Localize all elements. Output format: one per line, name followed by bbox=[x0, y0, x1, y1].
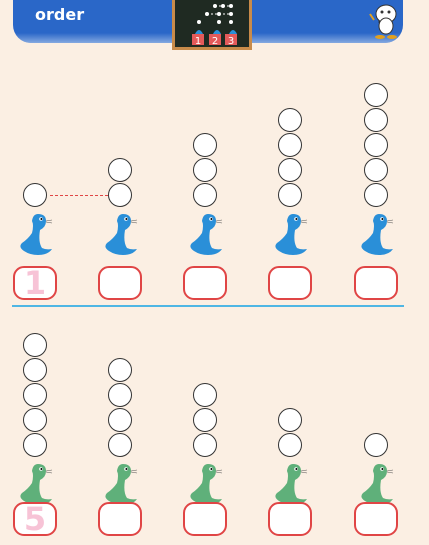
counting-bead bbox=[278, 183, 302, 207]
counting-bead bbox=[278, 108, 302, 132]
counting-bead bbox=[23, 408, 47, 432]
answer-box[interactable]: 5 bbox=[13, 502, 57, 536]
counting-bead bbox=[278, 158, 302, 182]
answer-box[interactable] bbox=[183, 502, 227, 536]
answer-box[interactable] bbox=[183, 266, 227, 300]
counting-bead bbox=[108, 358, 132, 382]
counting-bead bbox=[193, 133, 217, 157]
row-divider bbox=[12, 305, 404, 307]
counting-bead bbox=[364, 158, 388, 182]
counting-bead bbox=[23, 183, 47, 207]
counting-bead bbox=[278, 433, 302, 457]
answer-box[interactable] bbox=[354, 266, 398, 300]
counting-bead bbox=[193, 408, 217, 432]
seal-icon bbox=[353, 460, 399, 511]
answer-box[interactable] bbox=[268, 266, 312, 300]
counting-bead bbox=[364, 83, 388, 107]
counting-bead bbox=[108, 183, 132, 207]
counting-bead bbox=[193, 383, 217, 407]
chalk-digit-2: 2 bbox=[212, 36, 218, 47]
seal-icon bbox=[267, 210, 313, 261]
counting-bead bbox=[278, 408, 302, 432]
seal-icon bbox=[12, 210, 58, 261]
chalkboard-drawing: 1 2 3 bbox=[192, 4, 237, 47]
answer-box[interactable] bbox=[98, 502, 142, 536]
counting-bead bbox=[23, 433, 47, 457]
counting-bead bbox=[23, 383, 47, 407]
answer-box[interactable] bbox=[354, 502, 398, 536]
counting-bead bbox=[364, 183, 388, 207]
counting-bead bbox=[108, 433, 132, 457]
seal-icon bbox=[182, 210, 228, 261]
answer-box[interactable]: 1 bbox=[13, 266, 57, 300]
counting-bead bbox=[108, 158, 132, 182]
counting-bead bbox=[193, 433, 217, 457]
seal-icon bbox=[97, 460, 143, 511]
seal-icon bbox=[267, 460, 313, 511]
chalk-digit-3: 3 bbox=[228, 36, 234, 47]
counting-bead bbox=[23, 333, 47, 357]
counting-bead bbox=[364, 108, 388, 132]
answer-box-text: 5 bbox=[23, 500, 47, 538]
counting-bead bbox=[193, 158, 217, 182]
counting-bead bbox=[108, 383, 132, 407]
counting-bead bbox=[278, 133, 302, 157]
counting-bead bbox=[364, 133, 388, 157]
seal-icon bbox=[97, 210, 143, 261]
page-title: order bbox=[35, 5, 85, 24]
seal-icon bbox=[182, 460, 228, 511]
chalk-digit-1: 1 bbox=[195, 36, 201, 47]
answer-box[interactable] bbox=[268, 502, 312, 536]
counting-bead bbox=[193, 183, 217, 207]
answer-box[interactable] bbox=[98, 266, 142, 300]
counting-bead bbox=[364, 433, 388, 457]
counting-bead bbox=[108, 408, 132, 432]
matching-guide-line bbox=[50, 195, 108, 196]
counting-bead bbox=[23, 358, 47, 382]
chalkboard-image: 1 2 3 bbox=[172, 0, 252, 50]
seal-icon bbox=[353, 210, 399, 261]
mascot-icon bbox=[368, 0, 402, 40]
seal-icon bbox=[12, 460, 58, 511]
answer-box-text: 1 bbox=[23, 264, 47, 302]
